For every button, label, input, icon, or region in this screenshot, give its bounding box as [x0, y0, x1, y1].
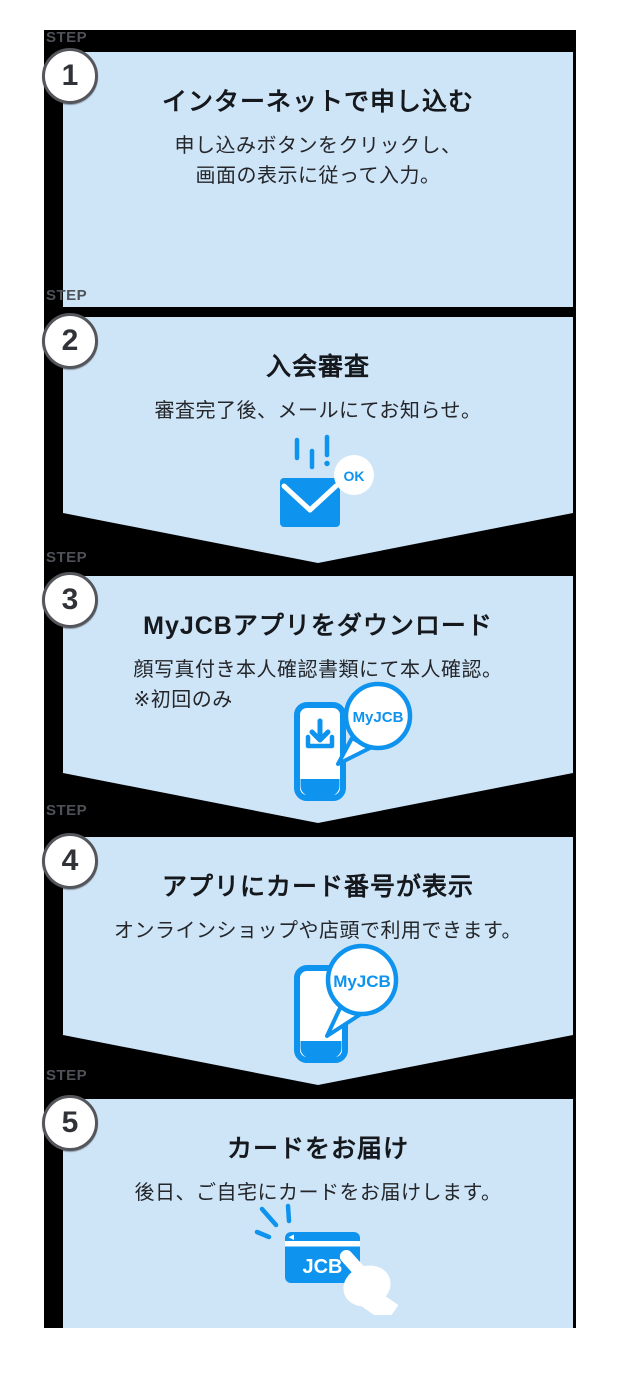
speech-bubble: [343, 681, 413, 751]
step-4-number-badge: 4: [42, 833, 98, 889]
step-3-number: 3: [61, 583, 79, 616]
step-2-number-badge: 2: [42, 313, 98, 369]
step-5-desc-line1: 後日、ご自宅にカードをお届けします。: [134, 1182, 502, 1204]
step-5-title: カードをお届け: [226, 1135, 409, 1163]
ok-badge-text: OK: [344, 468, 365, 484]
step-3-title: MyJCBアプリをダウンロード: [143, 612, 493, 640]
step-2-description: 審査完了後、メールにてお知らせ。: [63, 396, 573, 426]
application-flow: STEP インターネットで申し込む 申し込みボタンをクリックし、 画面の表示に従…: [42, 29, 576, 1328]
step-4-title: アプリにカード番号が表示: [161, 873, 474, 901]
step-3-desc-line1: 顔写真付き本人確認書類にて本人確認。: [133, 659, 503, 681]
step-2-desc-line1: 審査完了後、メールにてお知らせ。: [154, 400, 482, 422]
sparkle-lines: [254, 1203, 292, 1240]
step-3-label: STEP: [46, 549, 88, 566]
step-2-number: 2: [61, 324, 79, 357]
hand-cursor: [339, 1250, 399, 1315]
step-1-desc-line2: 画面の表示に従って入力。: [195, 165, 441, 187]
step-1-panel: インターネットで申し込む 申し込みボタンをクリックし、 画面の表示に従って入力。: [63, 52, 573, 307]
phone-chin: [300, 1041, 342, 1058]
step-1-number: 1: [61, 59, 79, 92]
step-1-number-badge: 1: [42, 48, 98, 104]
step-2-title: 入会審査: [265, 353, 370, 381]
envelope-flap: [281, 483, 339, 513]
myjcb-bubble-text: MyJCB: [353, 709, 404, 726]
speech-bubble: [325, 943, 399, 1017]
step-4-desc-line1: オンラインショップや店頭で利用できます。: [114, 920, 522, 942]
step-1-label: STEP: [46, 29, 88, 46]
step-4-description: オンラインショップや店頭で利用できます。: [63, 916, 573, 946]
step-1-desc-line1: 申し込みボタンをクリックし、: [174, 135, 462, 157]
step-1-description: 申し込みボタンをクリックし、 画面の表示に従って入力。: [63, 131, 573, 191]
step-4-label: STEP: [46, 802, 88, 819]
step-3-panel: MyJCBアプリをダウンロード 顔写真付き本人確認書類にて本人確認。 ※初回のみ: [63, 576, 573, 823]
step-3-number-badge: 3: [42, 572, 98, 628]
exclamation-dot: [324, 460, 330, 467]
step-5-panel: カードをお届け 後日、ご自宅にカードをお届けします。: [63, 1099, 573, 1328]
myjcb-bubble-text: MyJCB: [333, 972, 391, 991]
jcb-card-text: JCB: [302, 1256, 342, 1278]
step-2-label: STEP: [46, 287, 88, 304]
envelope-body: [280, 478, 340, 527]
ok-badge-circle: [334, 455, 374, 495]
step-3-desc-line2: ※初回のみ: [133, 689, 233, 711]
step-5-number-badge: 5: [42, 1095, 98, 1151]
card-stripe: [285, 1241, 360, 1247]
step-4-number: 4: [61, 844, 79, 877]
step-5-label: STEP: [46, 1067, 88, 1084]
phone-download-icon: MyJCB: [294, 681, 413, 801]
step-5-description: 後日、ご自宅にカードをお届けします。: [63, 1178, 573, 1208]
step-3-description: 顔写真付き本人確認書類にて本人確認。 ※初回のみ: [134, 655, 503, 715]
mail-ok-icon: OK: [280, 434, 374, 527]
phone-myjcb-icon: MyJCB: [294, 943, 399, 1063]
phone-chin: [300, 779, 340, 796]
jcb-card-hand-icon: JCB: [254, 1203, 399, 1315]
card-corner-triangle: [288, 1234, 294, 1240]
step-1-title: インターネットで申し込む: [161, 88, 474, 116]
step-5-number: 5: [61, 1106, 79, 1139]
download-arrow: [305, 718, 335, 749]
